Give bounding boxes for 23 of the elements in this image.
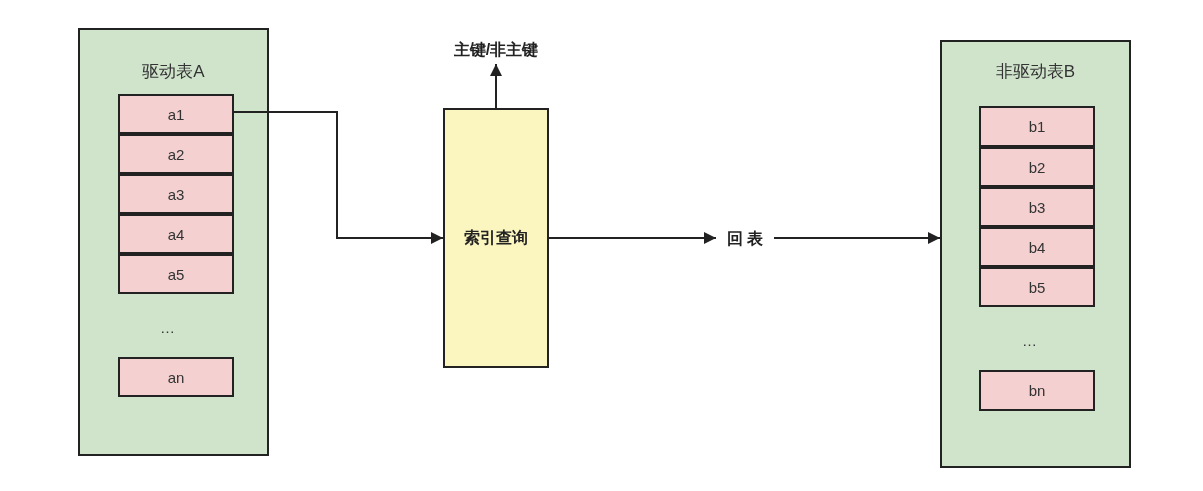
- row-cell: a2: [118, 134, 234, 174]
- row-cell: a3: [118, 174, 234, 214]
- row-cell: bn: [979, 370, 1095, 411]
- ellipsis-text: …: [1022, 332, 1037, 349]
- arrow: [548, 232, 717, 244]
- table-panel: [78, 28, 269, 456]
- arrow: [490, 63, 502, 109]
- row-cell: a1: [118, 94, 234, 134]
- row-cell: b2: [979, 147, 1095, 187]
- ellipsis-text: …: [160, 319, 175, 336]
- arrow: [773, 232, 941, 244]
- row-cell: b5: [979, 267, 1095, 307]
- table-title: 非驱动表B: [994, 61, 1077, 83]
- arrow: [231, 111, 444, 244]
- row-cell: a5: [118, 254, 234, 294]
- table-title: 驱动表A: [141, 61, 206, 83]
- row-cell: b4: [979, 227, 1095, 267]
- row-cell: a4: [118, 214, 234, 254]
- index-query-box: 索引查询: [443, 108, 549, 368]
- row-cell: b3: [979, 187, 1095, 227]
- table-panel: [940, 40, 1131, 468]
- row-cell: b1: [979, 106, 1095, 147]
- row-cell: an: [118, 357, 234, 397]
